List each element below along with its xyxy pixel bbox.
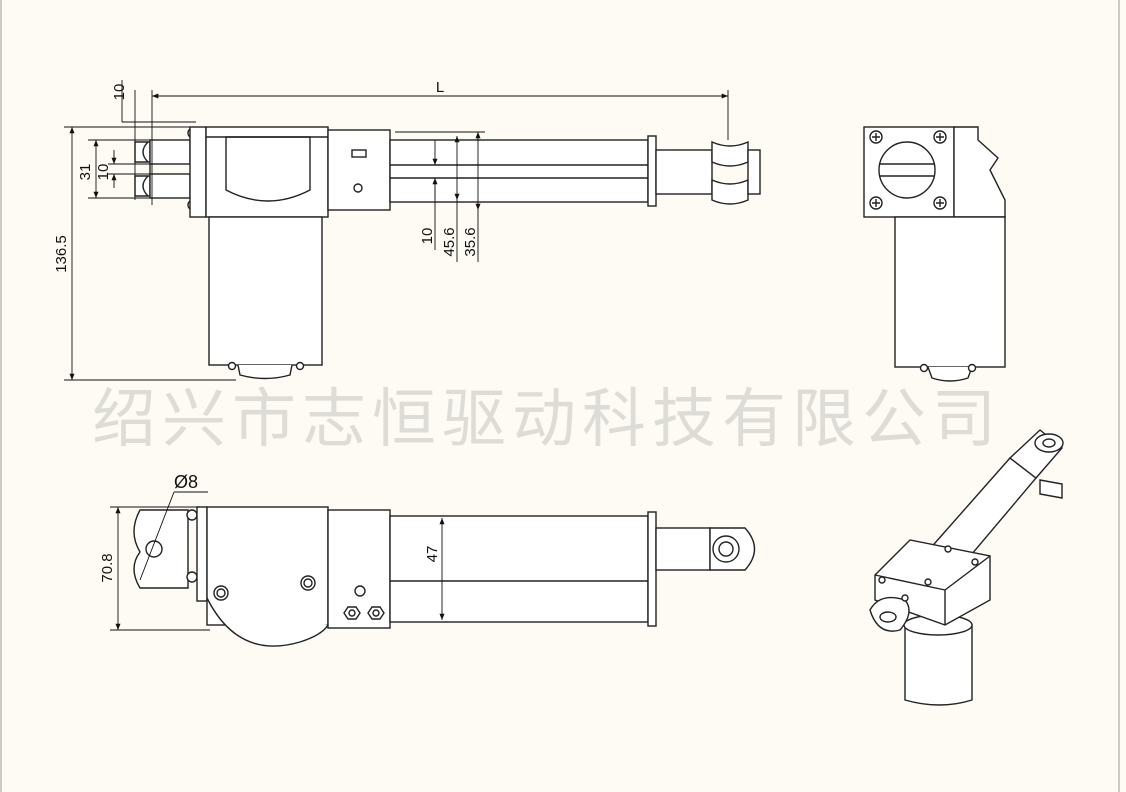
top-outer-tube [389, 139, 649, 203]
top-rod-end [747, 149, 761, 195]
top-view [134, 126, 761, 380]
bottom-tube-end-cap [647, 511, 657, 627]
dim-31-text: 31 [77, 164, 94, 181]
iso-motor [904, 624, 973, 706]
top-end-plate [189, 126, 207, 218]
top-tube-end-cap [647, 135, 657, 207]
top-motor-screw-1 [227, 361, 237, 371]
dim-clevis-offset-text: 10 [111, 84, 128, 101]
dim-hole-diameter-text: Ø8 [174, 472, 198, 492]
side-view [863, 126, 1006, 382]
iso-side-rail [1039, 479, 1063, 499]
dim-tube-width-text: 47 [424, 546, 441, 563]
isometric-view [869, 429, 1064, 706]
top-clevis-upper [149, 139, 191, 165]
top-motor [208, 216, 323, 366]
bottom-view [133, 506, 756, 647]
top-inner-rod [655, 149, 713, 195]
top-nut-2 [353, 183, 363, 193]
dim-overall-width-text: 70.8 [99, 553, 116, 582]
top-front-housing [327, 129, 391, 211]
dim-10-text: 10 [95, 164, 112, 181]
top-rod-clevis-1 [711, 140, 749, 167]
side-output-disc [878, 141, 936, 199]
side-gearbox [953, 126, 1006, 218]
top-gear-housing [225, 136, 311, 202]
dim-overall-height-text: 136.5 [53, 235, 70, 273]
side-cross-screws [869, 130, 947, 210]
dim-L-text: L [436, 79, 444, 96]
dim-35-6-text: 35.6 [462, 227, 479, 256]
bottom-inner-rod [655, 527, 711, 571]
bottom-gear-housing [206, 597, 329, 647]
bottom-outer-tube [389, 515, 649, 623]
top-motor-endcap [237, 364, 293, 380]
dim-45-6-text: 45.6 [441, 227, 458, 256]
top-rod-clevis-2 [711, 178, 749, 205]
side-motor [894, 216, 1006, 368]
top-motor-screw-2 [295, 361, 305, 371]
side-motor-endcap [927, 366, 973, 382]
top-clevis-lower [149, 173, 191, 199]
top-nut-1 [351, 149, 367, 158]
dim-rod-10-text: 10 [419, 228, 436, 245]
